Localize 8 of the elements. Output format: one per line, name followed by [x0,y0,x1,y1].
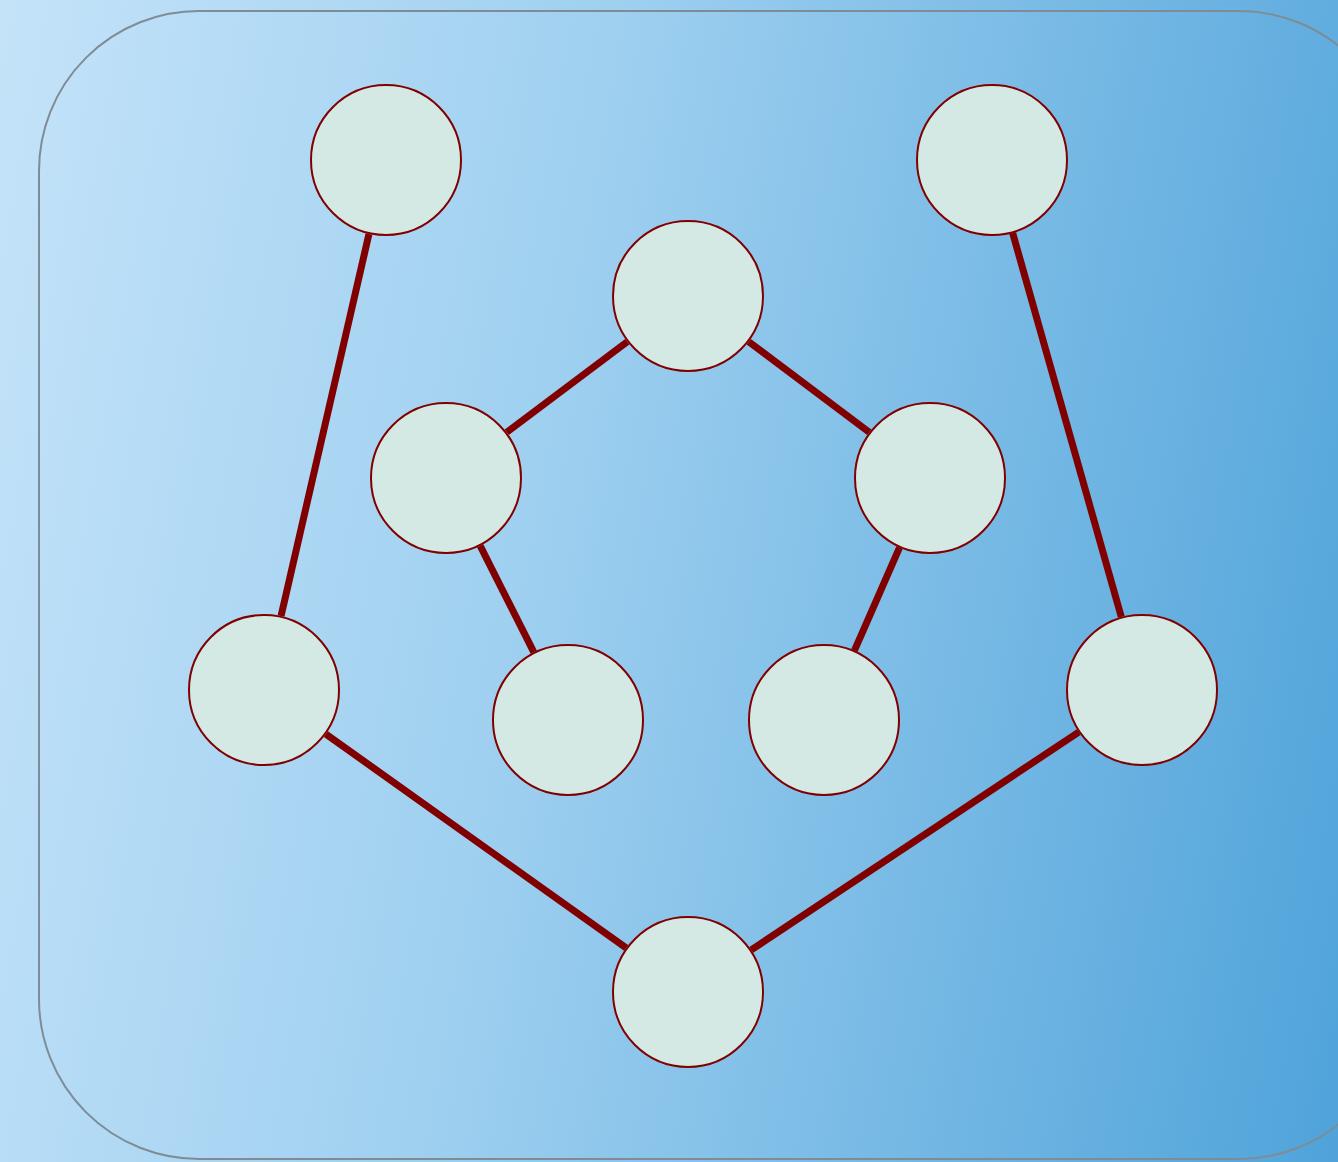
connector-line [1009,232,1125,618]
connector-line [504,338,630,436]
connector-line [749,729,1081,953]
connector-line [323,731,629,951]
connector-line [746,338,872,436]
connector-line [277,233,373,617]
connector-line [477,544,537,654]
connector-line [851,546,903,652]
